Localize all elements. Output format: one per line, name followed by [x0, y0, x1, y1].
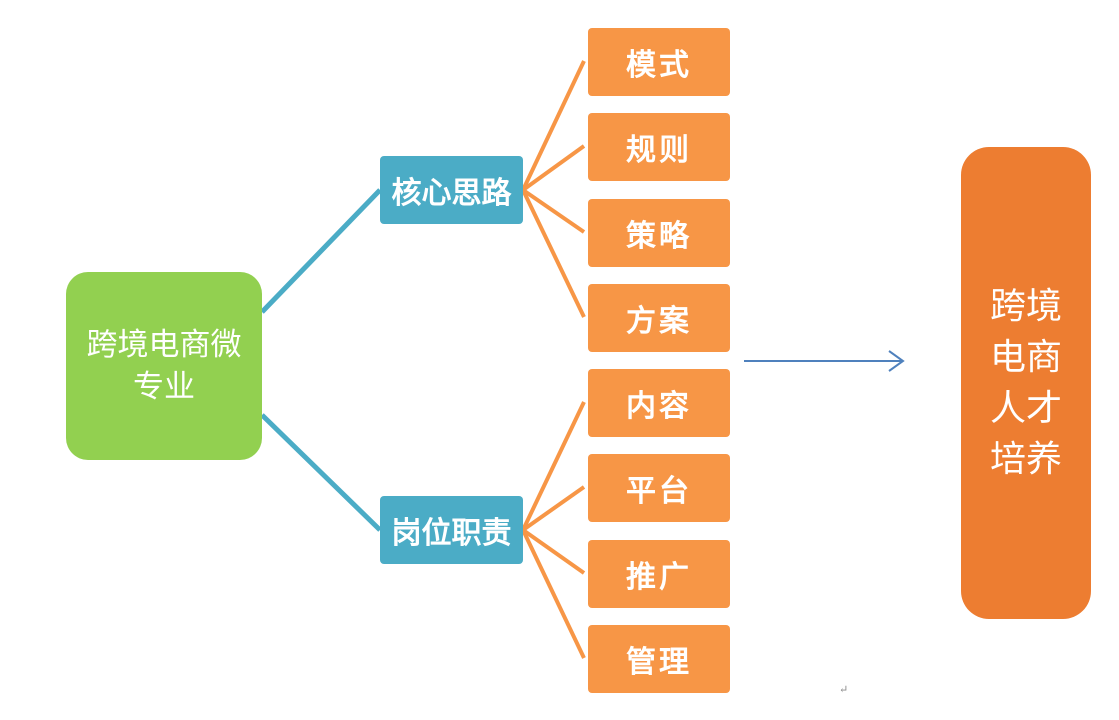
result-arrow — [744, 350, 905, 372]
root-node: 跨境电商微专业 — [66, 272, 262, 460]
result-node: 跨境电商人才培养 — [961, 147, 1091, 619]
leaf-node-1-1: 模式 — [588, 28, 730, 96]
branch-2-to-leaf-2-line — [521, 485, 586, 532]
leaf-node-2-3: 推广 — [588, 540, 730, 608]
branch-1-to-leaf-2-line — [521, 144, 586, 192]
leaf-node-1-1-label: 模式 — [626, 48, 692, 83]
leaf-node-2-2-label: 平台 — [626, 474, 692, 509]
root-to-branch-2-line — [260, 413, 382, 532]
branch-1-to-leaf-4-line — [521, 189, 586, 318]
leaf-node-1-2-label: 规则 — [626, 133, 692, 168]
leaf-node-1-4-label: 方案 — [626, 304, 692, 339]
leaf-node-2-4: 管理 — [588, 625, 730, 693]
branch-node-1-label: 核心思路 — [391, 176, 512, 211]
leaf-node-2-1-label: 内容 — [626, 389, 692, 424]
leaf-node-1-3: 策略 — [588, 199, 730, 267]
leaf-node-2-4-label: 管理 — [626, 645, 692, 680]
branch-2-to-leaf-4-line — [521, 529, 586, 659]
result-node-label: 跨境电商人才培养 — [989, 286, 1062, 480]
paragraph-mark-icon: ↵ — [839, 683, 849, 696]
branch-1-to-leaf-3-line — [521, 188, 586, 234]
result-arrow-head — [888, 350, 905, 372]
branch-2-to-leaf-1-line — [521, 401, 586, 531]
branch-2-to-leaf-3-line — [521, 528, 586, 575]
leaf-node-1-2: 规则 — [588, 113, 730, 181]
branch-node-2: 岗位职责 — [380, 496, 523, 564]
root-to-branch-1-line — [260, 188, 382, 314]
leaf-node-2-3-label: 推广 — [626, 560, 692, 595]
branch-node-1: 核心思路 — [380, 156, 523, 224]
leaf-node-2-1: 内容 — [588, 369, 730, 437]
leaf-node-1-3-label: 策略 — [626, 219, 692, 254]
root-node-label: 跨境电商微专业 — [86, 327, 242, 405]
branch-1-to-leaf-1-line — [521, 60, 586, 191]
leaf-node-1-4: 方案 — [588, 284, 730, 352]
branch-node-2-label: 岗位职责 — [391, 516, 512, 551]
leaf-node-2-2: 平台 — [588, 454, 730, 522]
